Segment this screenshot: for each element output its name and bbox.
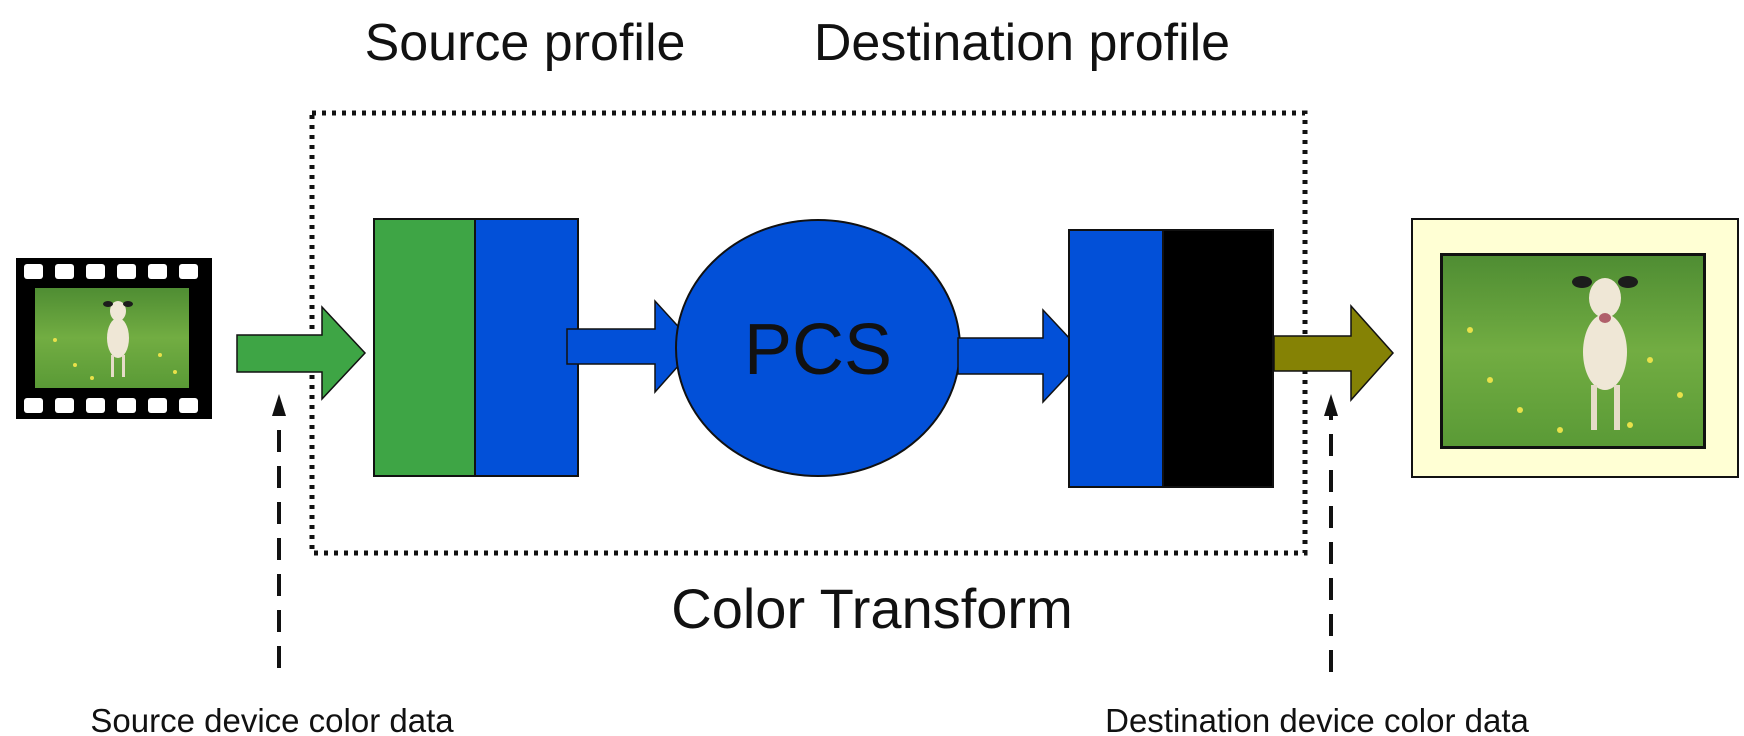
film-sprocket-holes-top — [24, 264, 198, 279]
destination-device-color-data-label: Destination device color data — [1105, 702, 1529, 736]
source-profile-pcs-block — [474, 218, 579, 477]
source-profile-label: Source profile — [365, 14, 686, 72]
film-sprocket-holes-bottom — [24, 398, 198, 413]
source-device-color-data-label: Source device color data — [90, 702, 454, 736]
pcs-label: PCS — [744, 310, 892, 390]
destination-profile-label: Destination profile — [814, 14, 1230, 72]
destination-photo — [1443, 256, 1703, 446]
film-frame-photo-icon — [16, 258, 212, 419]
source-photo — [35, 288, 189, 388]
color-transform-boundary — [309, 110, 1308, 556]
framed-print-photo-icon — [1411, 218, 1739, 478]
source-data-pointer — [272, 394, 286, 668]
color-transform-label: Color Transform — [671, 577, 1072, 640]
destination-data-pointer — [1324, 394, 1338, 672]
from-pcs-arrow — [957, 308, 1088, 404]
to-pcs-arrow — [566, 299, 698, 394]
source-profile-device-block — [373, 218, 476, 477]
destination-profile-device-block — [1162, 229, 1274, 488]
destination-profile-pcs-block — [1068, 229, 1164, 488]
destination-data-arrow — [1273, 304, 1395, 402]
source-data-arrow — [236, 305, 367, 401]
